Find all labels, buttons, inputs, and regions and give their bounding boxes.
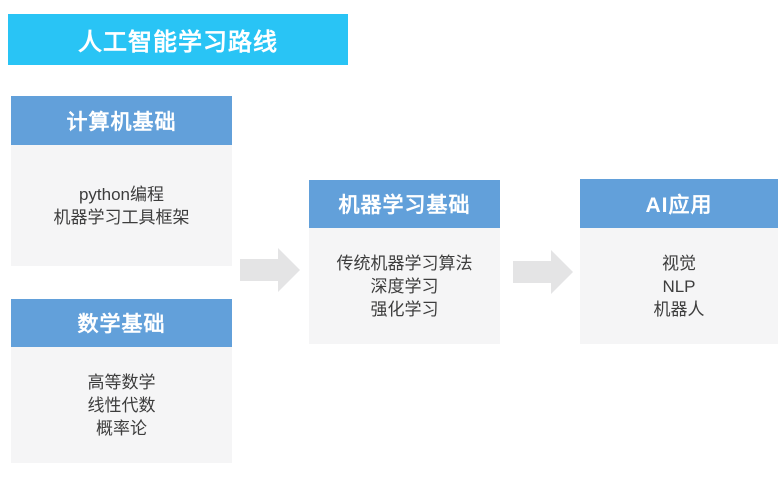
arrow-right-icon xyxy=(240,248,300,292)
box-item: python编程 xyxy=(78,184,165,204)
box-ml-basics: 机器学习基础 传统机器学习算法 深度学习 强化学习 xyxy=(309,180,500,344)
box-computer-basics-header: 计算机基础 xyxy=(11,96,232,145)
box-computer-basics-body: python编程 机器学习工具框架 xyxy=(11,145,232,266)
box-item: 机器学习工具框架 xyxy=(53,207,190,227)
box-math-basics: 数学基础 高等数学 线性代数 概率论 xyxy=(11,299,232,463)
box-ai-applications: AI应用 视觉 NLP 机器人 xyxy=(580,179,778,344)
box-ml-basics-header: 机器学习基础 xyxy=(309,180,500,228)
box-ai-applications-body: 视觉 NLP 机器人 xyxy=(580,228,778,344)
box-item: 概率论 xyxy=(96,418,147,438)
box-item: 高等数学 xyxy=(87,372,156,392)
box-item: 视觉 xyxy=(662,253,696,273)
box-ai-applications-header: AI应用 xyxy=(580,179,778,228)
box-math-basics-header: 数学基础 xyxy=(11,299,232,347)
diagram-title: 人工智能学习路线 xyxy=(8,14,348,65)
box-item: 线性代数 xyxy=(87,395,156,415)
arrow-shaft xyxy=(513,261,551,283)
box-computer-basics: 计算机基础 python编程 机器学习工具框架 xyxy=(11,96,232,266)
arrow-shaft xyxy=(240,259,278,281)
box-item: 强化学习 xyxy=(370,299,439,319)
box-item: 传统机器学习算法 xyxy=(336,253,473,273)
box-item: 机器人 xyxy=(653,299,705,319)
box-item: NLP xyxy=(662,276,696,296)
arrow-head xyxy=(551,250,573,294)
box-ml-basics-body: 传统机器学习算法 深度学习 强化学习 xyxy=(309,228,500,344)
box-math-basics-body: 高等数学 线性代数 概率论 xyxy=(11,347,232,463)
arrow-head xyxy=(278,248,300,292)
arrow-right-icon xyxy=(513,250,573,294)
box-item: 深度学习 xyxy=(370,276,439,296)
